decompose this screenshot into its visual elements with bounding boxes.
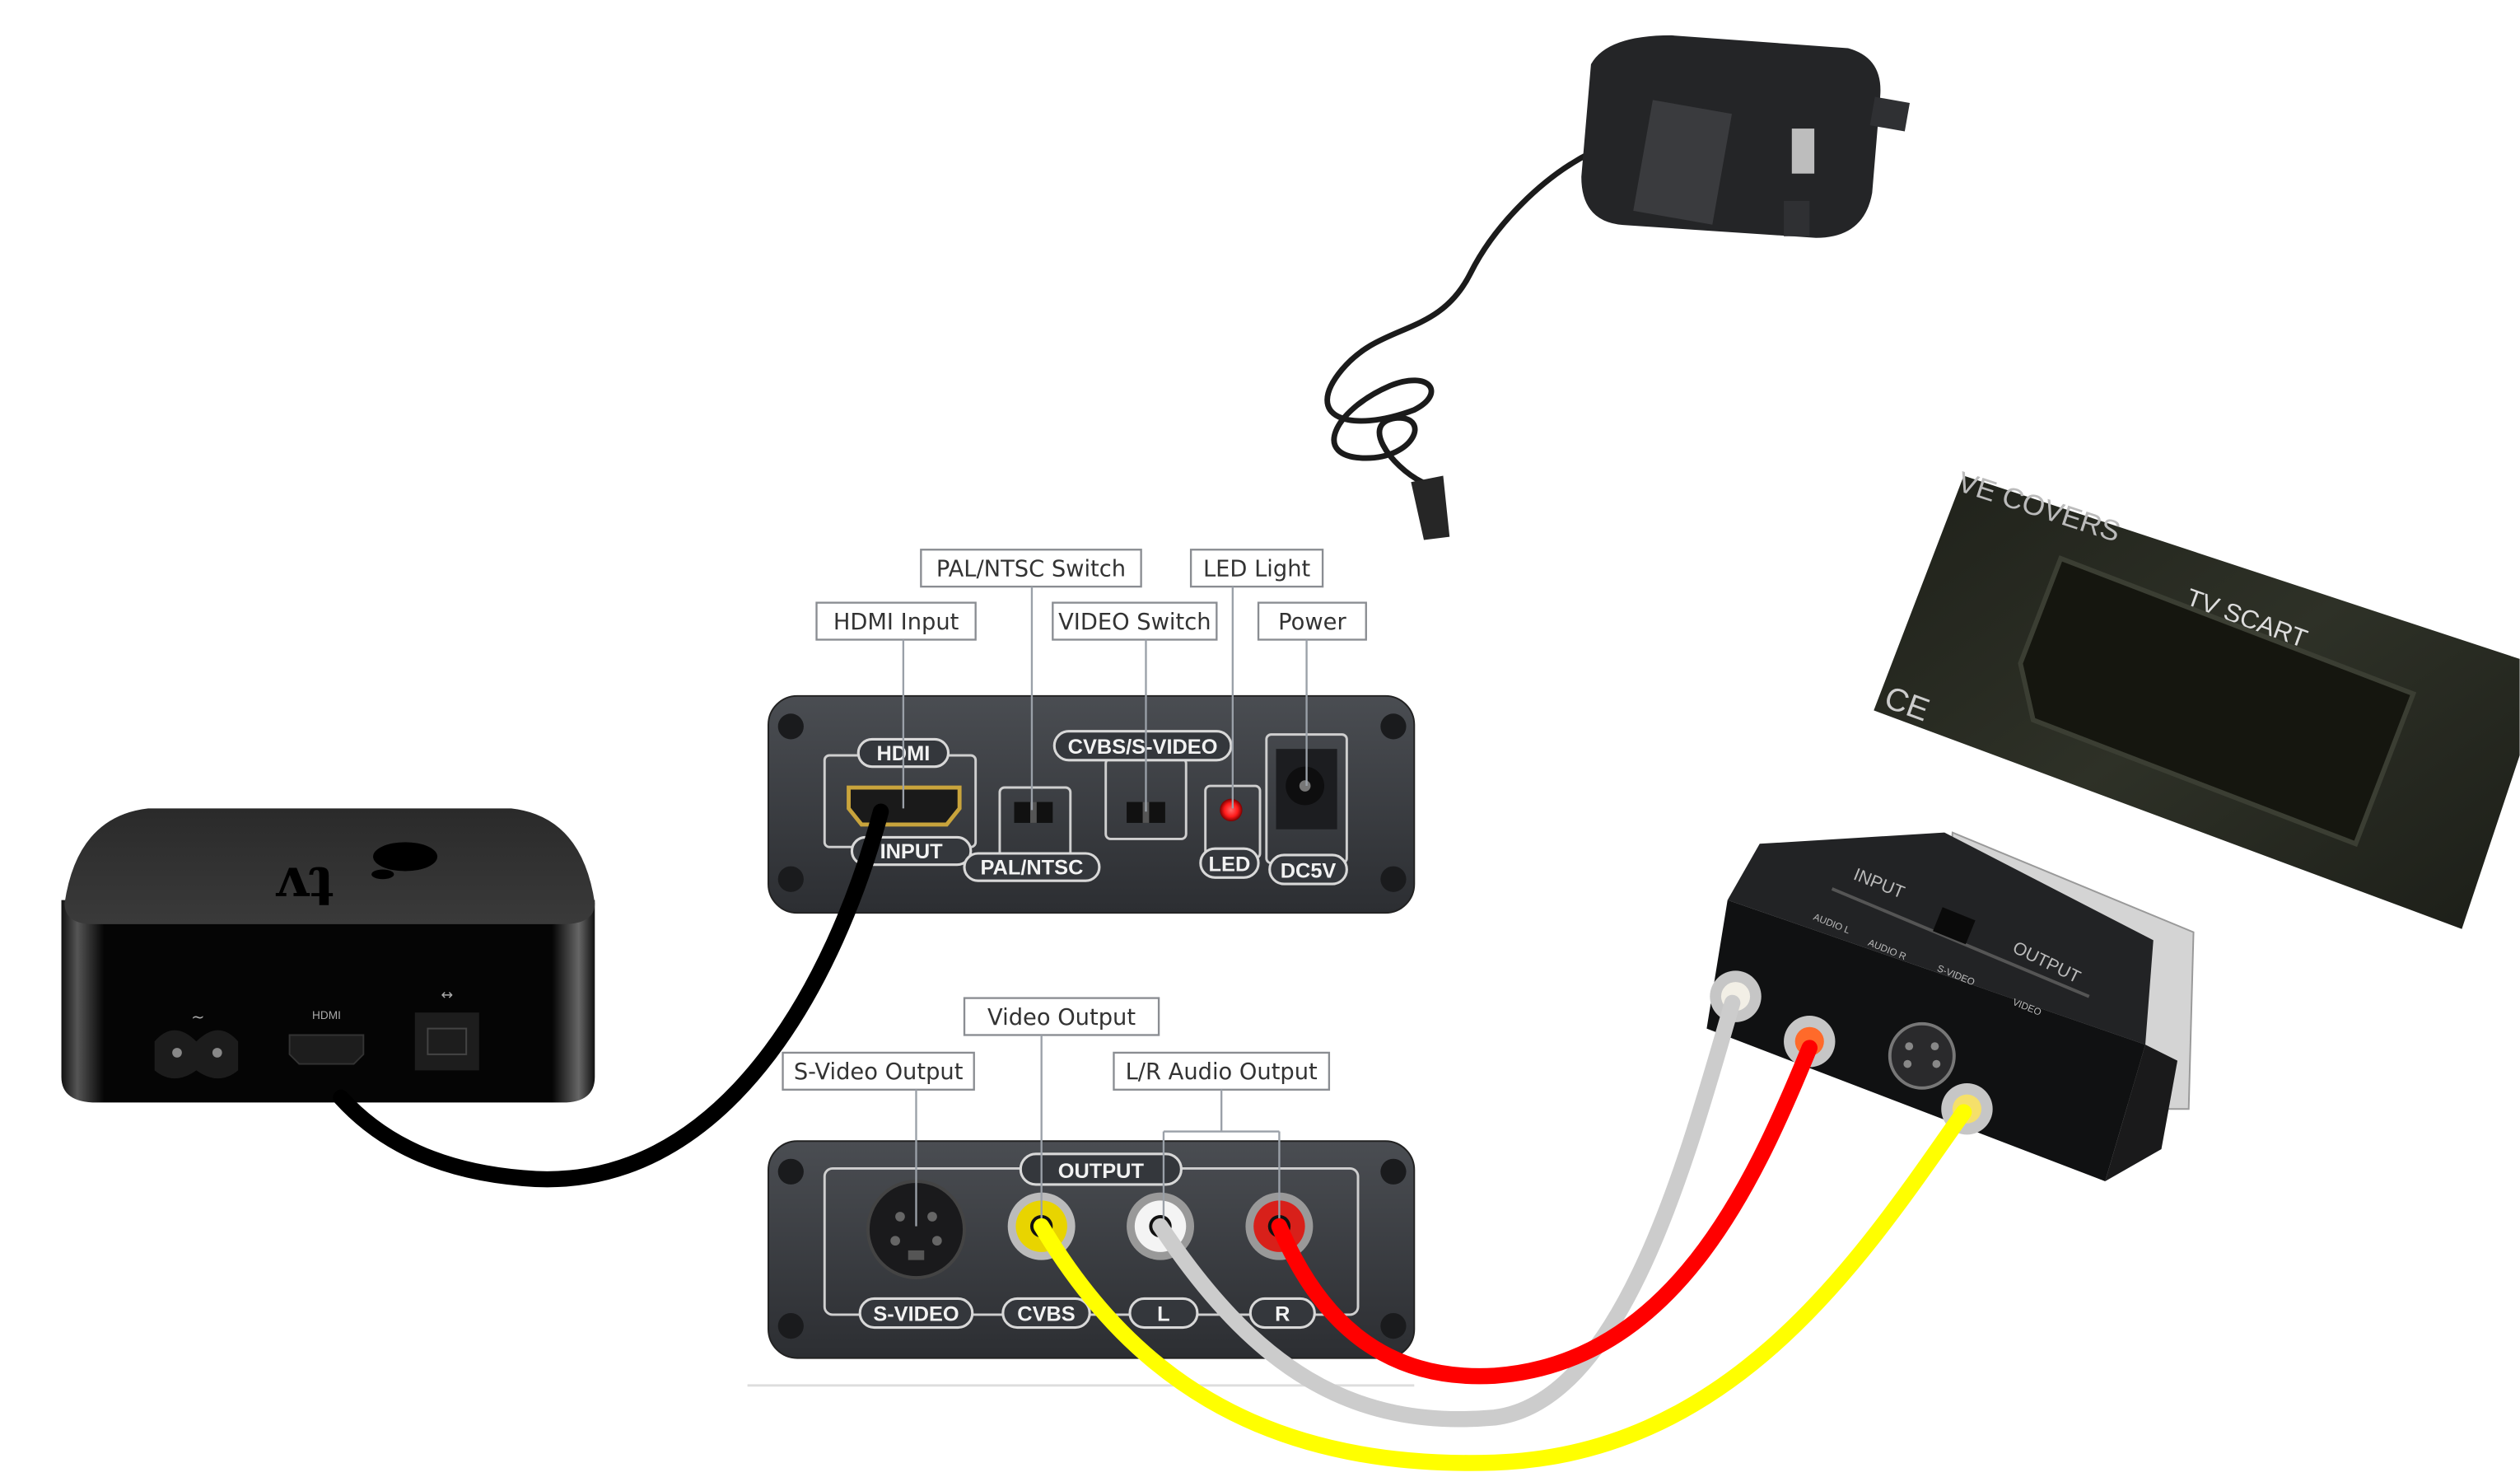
label-cvbs-svideo: CVBS/S-VIDEO	[1068, 736, 1218, 759]
callout-video-output: Video Output	[987, 1005, 1136, 1031]
power-cable	[1324, 150, 1593, 531]
apple-logo-icon	[371, 842, 438, 880]
label-svideo: S-VIDEO	[873, 1303, 959, 1326]
hdmi-cable	[333, 803, 889, 1188]
power-adapter	[1324, 35, 1910, 540]
label-r: R	[1275, 1303, 1290, 1326]
converter-input-panel: PAL/NTSC Switch LED Light HDMI Input VID…	[768, 549, 1416, 914]
dc-power-jack[interactable]	[1286, 766, 1325, 806]
led-indicator	[1220, 798, 1243, 821]
callout-power: Power	[1278, 610, 1346, 635]
callout-video-switch: VIDEO Switch	[1058, 610, 1211, 635]
yellow-video-cable	[1033, 1104, 1972, 1471]
red-audio-cable	[1271, 1040, 1818, 1385]
apple-tv: tv ~ HDMI ↔	[61, 808, 595, 1103]
uk-plug-prongs	[1784, 96, 1910, 236]
scart-adapter: INPUT OUTPUT AUDIO L AUDIO R S-VIDEO VID…	[1706, 831, 2195, 1182]
callout-svideo-output: S-Video Output	[794, 1059, 964, 1085]
cables	[333, 803, 1972, 1471]
hdmi-port-icon	[288, 1034, 365, 1065]
callout-hdmi-input: HDMI Input	[833, 610, 959, 635]
hdmi-port-label: HDMI	[312, 1009, 341, 1021]
apple-tv-logo-text: tv	[275, 855, 334, 919]
scart-svideo-jack[interactable]	[1888, 1021, 1956, 1090]
input-output-slider[interactable]	[1933, 907, 1976, 945]
callout-pal-ntsc-switch: PAL/NTSC Switch	[936, 556, 1126, 582]
screw-icon	[777, 713, 1407, 892]
label-input: INPUT	[880, 840, 944, 863]
label-pal-ntsc: PAL/NTSC	[980, 856, 1083, 879]
power-port-icon	[154, 1030, 239, 1079]
label-l: L	[1157, 1303, 1170, 1326]
callout-led-light: LED Light	[1203, 556, 1311, 582]
label-cvbs: CVBS	[1017, 1303, 1075, 1326]
screw-icon	[777, 1158, 1407, 1339]
scart-socket[interactable]	[2003, 555, 2417, 848]
label-output: OUTPUT	[1058, 1160, 1145, 1183]
ethernet-port-label: ↔	[441, 988, 453, 1004]
tv-scart-socket-photo: VE COVERS TV SCART CE	[1874, 465, 2520, 929]
converter-output-panel: Video Output S-Video Output L/R Audio Ou…	[747, 997, 1416, 1387]
ethernet-port-icon	[414, 1012, 479, 1071]
callout-lr-audio-output: L/R Audio Output	[1126, 1059, 1318, 1085]
pal-ntsc-switch[interactable]	[1014, 802, 1053, 823]
white-audio-cable	[1152, 994, 1741, 1428]
power-port-label: ~	[191, 1007, 204, 1026]
label-dc5v: DC5V	[1281, 859, 1337, 882]
label-led: LED	[1209, 853, 1251, 876]
